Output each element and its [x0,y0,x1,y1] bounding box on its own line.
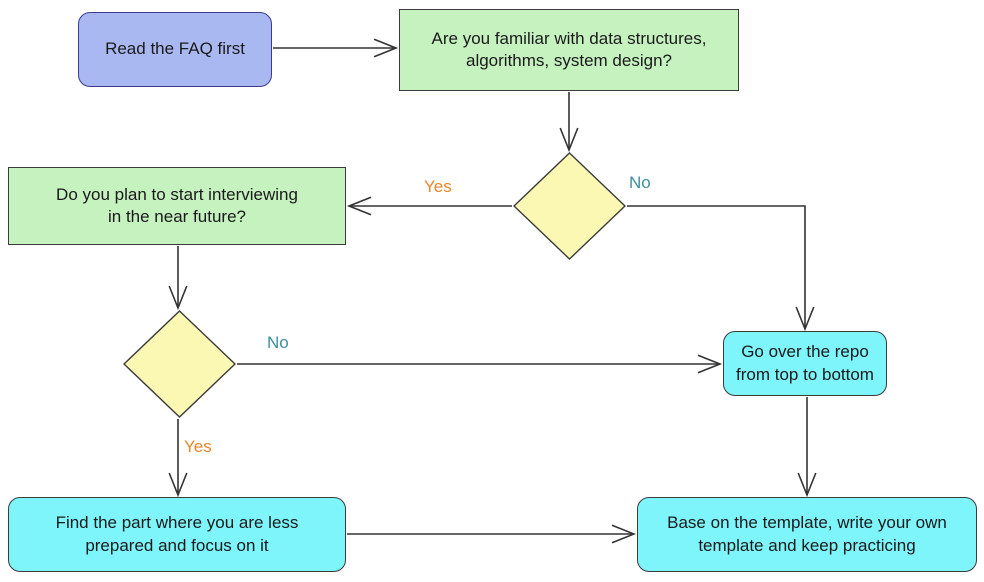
interviewing-question-node[interactable]: Do you plan to start interviewing in the… [8,167,346,245]
familiar-question-node[interactable]: Are you familiar with data structures, a… [399,9,739,91]
edge-decision2-yes-to-find-part [168,419,188,498]
write-own-template-node[interactable]: Base on the template, write your own tem… [637,497,977,572]
edge-start-to-question1 [273,38,399,58]
edge-decision2-yes-to-find-part-label: Yes [184,437,212,456]
edge-question1-to-decision1 [559,92,579,153]
read-faq-node[interactable]: Read the FAQ first [78,12,272,87]
edge-decision1-no-to-repo [627,205,815,332]
find-weak-part-node-label: Find the part where you are less prepare… [55,513,299,555]
familiar-question-node-label: Are you familiar with data structures, a… [431,28,707,70]
edge-question2-to-decision2 [168,246,188,311]
find-weak-part-node[interactable]: Find the part where you are less prepare… [8,497,346,572]
interviewing-decision-diamond-shape [123,310,236,418]
edge-decision1-yes-to-question2 [346,196,512,216]
interviewing-question-node-label: Do you plan to start interviewing in the… [56,184,298,226]
go-over-repo-node[interactable]: Go over the repo from top to bottom [723,331,887,396]
go-over-repo-node-label: Go over the repo from top to bottom [736,342,874,384]
read-faq-node-label: Read the FAQ first [105,39,245,59]
edge-decision2-no-to-repo-label: No [267,333,289,352]
write-own-template-node-label: Base on the template, write your own tem… [667,513,947,555]
interviewing-decision-diamond[interactable] [123,310,236,418]
familiar-decision-diamond[interactable] [513,152,626,260]
edge-repo-to-write-template [797,397,817,498]
edge-decision2-no-to-repo [237,354,723,374]
edge-decision1-yes-to-question2-label: Yes [424,177,452,196]
familiar-decision-diamond-shape [513,152,626,260]
edge-decision1-no-to-repo-label: No [629,173,651,192]
edge-find-part-to-write-template [347,524,637,544]
